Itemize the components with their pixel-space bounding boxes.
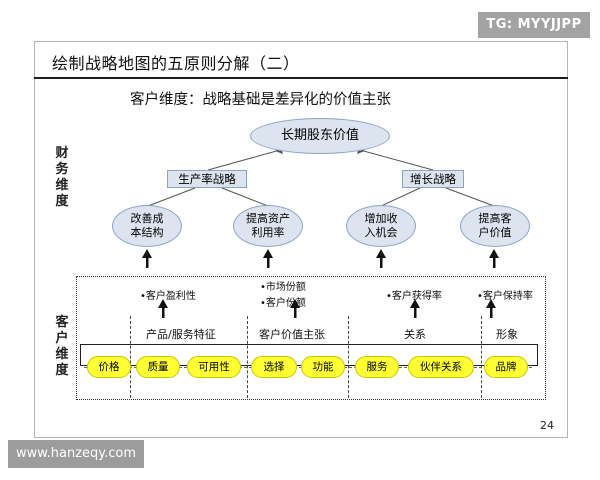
connector-left-e1 (147, 187, 196, 207)
watermark-top-right: TG: MYYJJPP (478, 12, 590, 38)
connector-top-left (207, 149, 281, 171)
node-line: 增加收 (364, 212, 398, 225)
customer-value-proposition-label: 客户价值主张 (259, 328, 325, 341)
outcome-customer-profitability: •客户盈利性 (140, 291, 196, 302)
long-term-shareholder-value-node: 长期股东价值 (250, 118, 390, 154)
outcome-customer-acquisition: •客户获得率 (386, 291, 442, 302)
financial-node-revenue-opportunity: 增加收入机会 (346, 205, 416, 247)
financial-node-cost-structure: 改善成本结构 (112, 205, 182, 247)
page-number: 24 (540, 419, 554, 432)
node-line: 户价值 (478, 226, 512, 239)
financial-node-asset-utilization: 提高资产利用率 (233, 205, 303, 247)
up-arrow-4 (489, 249, 499, 268)
connector-right-e3 (380, 187, 421, 207)
outcome-customer-retention: •客户保持率 (477, 291, 533, 302)
connector-top-right (359, 149, 434, 171)
up-arrow-5 (158, 299, 168, 318)
image-label: 形象 (496, 328, 518, 341)
slide-subtitle: 客户维度：战略基础是差异化的价值主张 (130, 92, 391, 108)
attribute-service: 服务 (355, 356, 399, 378)
watermark-bottom-left: www.hanzeqy.com (8, 440, 144, 468)
node-line: 利用率 (251, 226, 285, 239)
growth-strategy-box: 增长战略 (402, 170, 464, 188)
node-line: 本结构 (130, 226, 164, 239)
node-line: 入机会 (364, 226, 398, 239)
up-arrow-1 (142, 249, 152, 268)
customer-dimension-frame (76, 276, 546, 400)
up-arrow-8 (486, 299, 496, 318)
up-arrow-6 (290, 299, 300, 318)
financial-dimension-label: 财务维度 (55, 146, 69, 209)
section-divider (481, 316, 482, 398)
attribute-partnership: 伙伴关系 (408, 356, 474, 378)
outcome-market-share: •市场份额 (260, 282, 306, 293)
relationship-label: 关系 (404, 328, 426, 341)
attribute-selection: 选择 (251, 356, 297, 378)
node-line: 提高资产 (246, 212, 290, 225)
up-arrow-2 (263, 249, 273, 268)
attribute-price: 价格 (87, 356, 131, 378)
attribute-brand: 品牌 (484, 356, 528, 378)
attribute-availability: 可用性 (187, 356, 241, 378)
connector-left-e2 (221, 187, 269, 207)
up-arrow-7 (410, 299, 420, 318)
attribute-functionality: 功能 (301, 356, 345, 378)
section-divider (348, 316, 349, 398)
product-service-attributes-label: 产品/服务特征 (146, 328, 216, 341)
customer-dimension-label: 客户维度 (55, 315, 69, 378)
slide-title: 绘制战略地图的五原则分解（二） (52, 54, 300, 73)
title-divider (34, 77, 568, 79)
section-divider (247, 316, 248, 398)
attribute-quality: 质量 (136, 356, 180, 378)
node-line: 改善成 (130, 212, 164, 225)
outcome-share-of-wallet: •客户份额 (260, 298, 306, 309)
node-line: 提高客 (478, 212, 512, 225)
financial-node-customer-value: 提高客户价值 (460, 205, 530, 247)
productivity-strategy-box: 生产率战略 (167, 170, 247, 188)
up-arrow-3 (376, 249, 386, 268)
section-divider (130, 316, 131, 398)
connector-right-e4 (445, 187, 495, 207)
